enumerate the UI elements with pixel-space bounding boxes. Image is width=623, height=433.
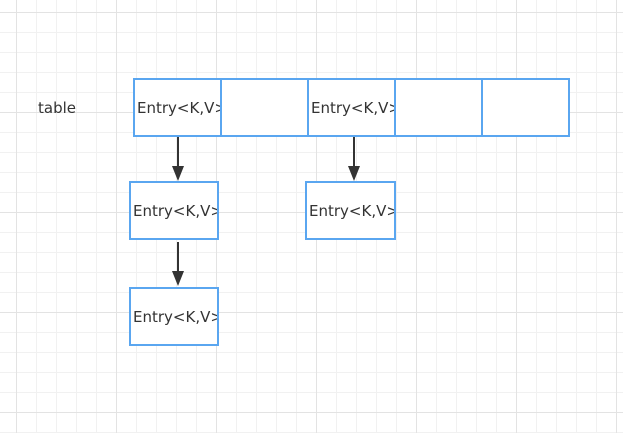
table-cell-3: Entry<K,V>	[307, 78, 396, 137]
arrow-col3-to-node1	[348, 137, 360, 181]
chain-node-col1-2: Entry<K,V>	[129, 287, 219, 346]
arrow-col1-to-node1	[172, 137, 184, 181]
chain-node-col3-1: Entry<K,V>	[305, 181, 396, 240]
table-cell-4	[394, 78, 483, 137]
table-cell-2	[220, 78, 309, 137]
arrow-node1-to-node2	[172, 242, 184, 286]
chain-node-col1-1: Entry<K,V>	[129, 181, 219, 240]
table-cell-1: Entry<K,V>	[133, 78, 222, 137]
table-array: Entry<K,V> Entry<K,V>	[133, 78, 570, 137]
table-label: table	[38, 99, 76, 117]
table-cell-5	[481, 78, 570, 137]
